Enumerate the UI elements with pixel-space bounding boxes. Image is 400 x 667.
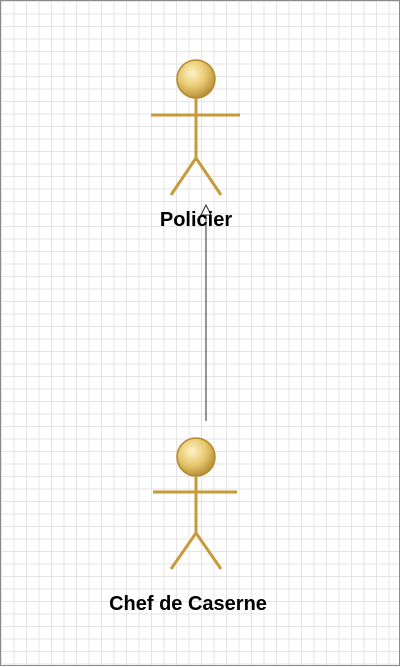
- actor-head: [176, 437, 216, 477]
- actor-left-leg: [169, 157, 198, 196]
- actor-right-leg: [194, 157, 223, 196]
- generalization-arrowhead: [200, 203, 212, 216]
- actor-label-chef-de-caserne: Chef de Caserne: [109, 593, 267, 615]
- generalization-connector[interactable]: [200, 203, 212, 421]
- actor-policier[interactable]: [151, 59, 240, 196]
- actor-head: [176, 59, 216, 99]
- actor-label-policier: Policier: [159, 209, 233, 231]
- actor-right-leg: [194, 532, 223, 570]
- actor-left-leg: [169, 532, 198, 570]
- actor-chef-de-caserne[interactable]: [153, 437, 237, 570]
